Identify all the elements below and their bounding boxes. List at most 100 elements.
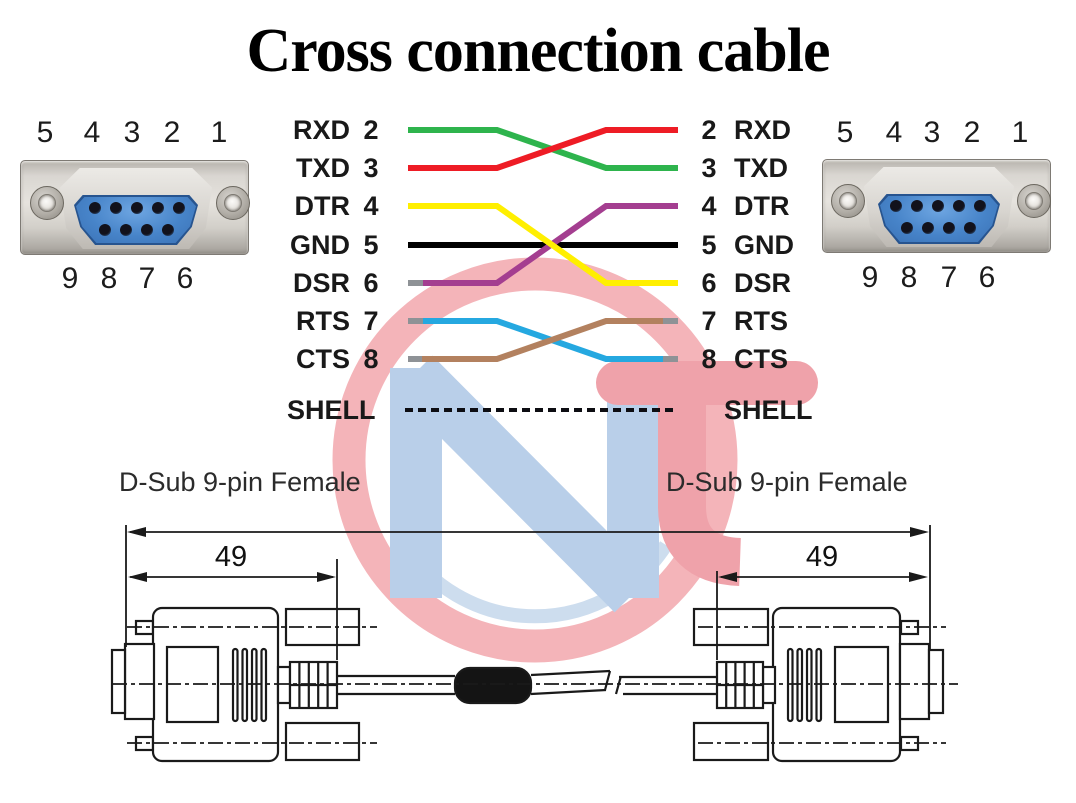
wire-dtr-dsr [408,203,678,286]
socket-hole [974,200,986,212]
shell-label-left: SHELL [287,395,376,425]
centerlines [112,626,958,744]
dimension-lines: 49 49 [125,525,931,660]
signal-label: TXD [296,153,350,183]
pin-number: 5 [836,116,854,149]
screw-hole [216,186,250,220]
ferrite-bead [453,666,533,705]
strain-relief-ribs [290,662,337,708]
signal-pin: 6 [701,268,717,298]
pin-number: 6 [176,262,194,295]
socket-hole [141,224,153,236]
socket-hole [162,224,174,236]
arrowhead [718,572,737,582]
signal-label: DSR [734,268,792,298]
signal-label: RXD [292,115,350,145]
dimension-value-left: 49 [215,541,247,573]
pin-number: 1 [210,116,228,149]
grip-ridge [241,647,249,723]
page-title: Cross connection cable [246,17,830,85]
grip-ridge [815,647,823,723]
pin-number: 9 [61,262,79,295]
signal-pin: 8 [701,344,717,374]
signal-pin: 2 [363,115,379,145]
screw-hole-center [38,194,56,212]
signal-pin: 8 [363,344,379,374]
grip-ridge [786,647,794,723]
pin-number: 7 [138,262,156,295]
connector-type-label-left: D-Sub 9-pin Female [119,467,361,497]
signal-label: DTR [734,191,790,221]
socket-hole [131,202,143,214]
socket-hole [120,224,132,236]
strain-relief-ribs [717,662,763,708]
shell-label-right: SHELL [724,395,813,425]
signal-pin: 3 [363,153,379,183]
wire-cts-rts [408,318,678,362]
pin-number: 7 [940,261,958,294]
screw-hole [831,184,865,218]
grip-ridge [231,647,239,723]
grip-ridge [805,647,813,723]
pin-number: 9 [861,261,879,294]
connector-type-label-right: D-Sub 9-pin Female [666,467,908,497]
signal-label: DSR [292,268,350,298]
pin-number: 3 [923,116,941,149]
cable-segment-cut [530,669,612,696]
pin-number: 1 [1011,116,1029,149]
socket-hole [110,202,122,214]
socket-hole [932,200,944,212]
dimension-value-right: 49 [806,541,838,573]
pin-number: 6 [978,261,996,294]
pin-number: 8 [900,261,918,294]
grip-ridge [250,647,258,723]
thumbscrew [692,721,770,762]
screw-hole-center [224,194,242,212]
socket-hole [890,200,902,212]
signal-pin: 6 [363,268,379,298]
signal-pin: 2 [701,115,717,145]
screw-hole-center [1025,192,1043,210]
signal-label: RXD [734,115,792,145]
wire-txd-rxd [408,127,678,171]
signal-pin: 4 [701,191,717,221]
pin-number: 2 [963,116,981,149]
arrowhead [317,572,336,582]
signal-label: RTS [296,306,350,336]
socket-hole [911,200,923,212]
watermark-letter-t-stem [658,372,742,586]
pin-number: 8 [100,262,118,295]
mating-face [927,648,945,715]
screw-hole [1017,184,1051,218]
cable-segment-cut [614,675,717,696]
signal-pin: 7 [363,306,379,336]
arrowhead [128,572,147,582]
signal-label: CTS [734,344,788,374]
thumbscrew [284,721,361,762]
signal-pin: 3 [701,153,717,183]
pin-number: 5 [36,116,54,149]
socket-hole [152,202,164,214]
signal-label: GND [734,230,794,260]
socket-hole [922,222,934,234]
pin-number: 4 [83,116,101,149]
signal-label: GND [290,230,350,260]
signal-label: CTS [296,344,350,374]
socket-hole [89,202,101,214]
cable-segment [337,674,455,696]
arrowhead [910,527,929,537]
screw-hole-center [839,192,857,210]
arrowhead [909,572,928,582]
socket-hole [943,222,955,234]
signal-label: TXD [734,153,788,183]
signal-label: DTR [294,191,351,221]
socket-hole [964,222,976,234]
arrowhead [127,527,146,537]
socket-hole [953,200,965,212]
pin-number: 4 [885,116,903,149]
screw-hole [30,186,64,220]
